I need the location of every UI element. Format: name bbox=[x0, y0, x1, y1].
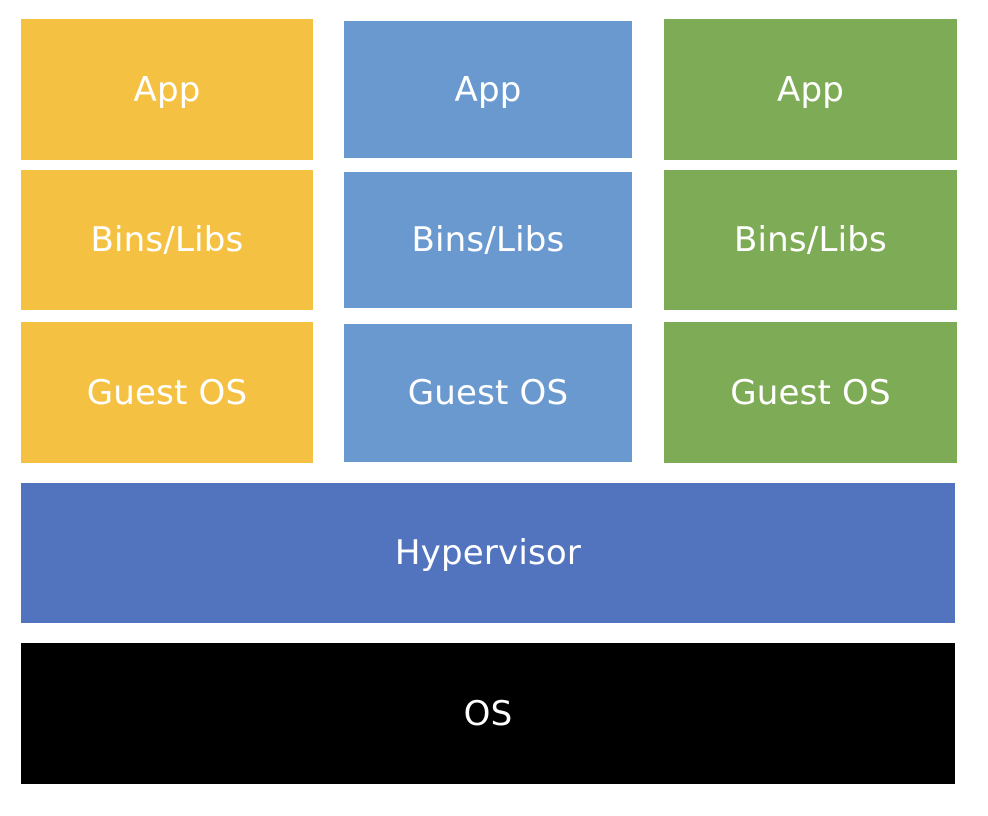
vm2-guest-os-label: Guest OS bbox=[407, 373, 569, 413]
vm3-app-block: App bbox=[664, 19, 957, 160]
vm2-bins-libs-label: Bins/Libs bbox=[411, 220, 565, 260]
vm2-bins-libs-block: Bins/Libs bbox=[344, 172, 632, 308]
vm2-guest-os-block: Guest OS bbox=[344, 324, 632, 462]
vm1-guest-os-block: Guest OS bbox=[21, 322, 313, 463]
vm2-app-block: App bbox=[344, 21, 632, 158]
vm1-bins-libs-label: Bins/Libs bbox=[90, 220, 244, 260]
vm2-app-label: App bbox=[454, 69, 522, 110]
host-os-layer: OS bbox=[21, 643, 955, 784]
hypervisor-label: Hypervisor bbox=[394, 533, 582, 573]
hypervisor-layer: Hypervisor bbox=[21, 483, 955, 623]
vm3-bins-libs-label: Bins/Libs bbox=[734, 220, 887, 260]
host-os-label: OS bbox=[463, 693, 513, 734]
vm1-app-block: App bbox=[21, 19, 313, 160]
vm3-guest-os-block: Guest OS bbox=[664, 322, 957, 463]
vm1-guest-os-label: Guest OS bbox=[86, 372, 248, 413]
vm1-app-label: App bbox=[133, 69, 201, 110]
vm3-guest-os-label: Guest OS bbox=[730, 372, 891, 413]
vm3-app-label: App bbox=[776, 69, 845, 110]
vm1-bins-libs-block: Bins/Libs bbox=[21, 170, 313, 310]
vm3-bins-libs-block: Bins/Libs bbox=[664, 170, 957, 310]
